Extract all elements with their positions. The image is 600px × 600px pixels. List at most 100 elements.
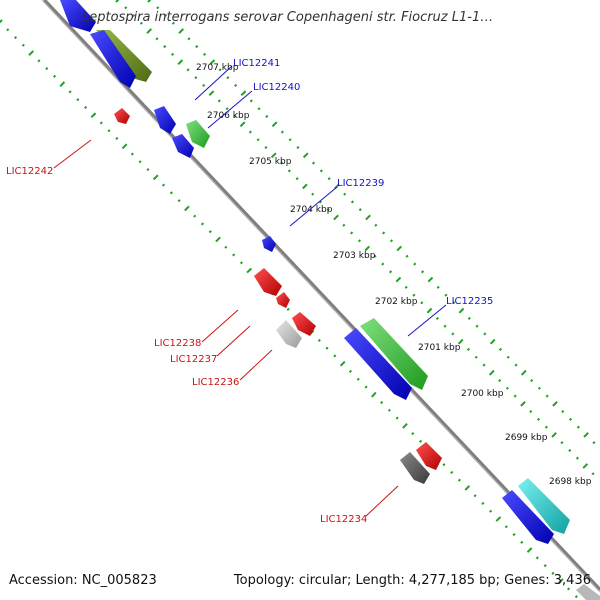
scale-tick [520, 540, 524, 544]
scale-tick [575, 456, 580, 460]
scale-tick [327, 177, 331, 181]
scale-tick [464, 485, 471, 491]
scale-tick [498, 378, 502, 383]
scale-tick [474, 355, 478, 359]
gene-label-lic12234[interactable]: LIC12234 [320, 514, 367, 525]
scale-tick [529, 409, 533, 414]
scale-tick [90, 112, 97, 119]
gene-label-lic12242[interactable]: LIC12242 [6, 166, 53, 177]
scale-tick [560, 441, 564, 445]
scale-tick [163, 44, 167, 49]
scale-label: 2701 kbp [418, 343, 461, 353]
scale-tick [427, 276, 434, 283]
scale-tick [582, 463, 589, 469]
gene-forward-blue[interactable] [154, 106, 176, 134]
leader-line [201, 309, 239, 343]
gene-label-lic12236[interactable]: LIC12236 [192, 377, 239, 388]
scale-tick [286, 307, 290, 311]
scale-tick [325, 346, 329, 350]
scale-tick [124, 6, 128, 10]
gene-reverse-gray[interactable] [576, 584, 600, 600]
gene-reverse-gray[interactable] [400, 452, 430, 484]
scale-tick [413, 262, 417, 266]
gene-forward-blue[interactable] [344, 328, 412, 400]
scale-tick [232, 253, 236, 257]
scale-tick [146, 167, 150, 172]
scale-tick [443, 324, 447, 328]
genome-summary-text: Topology: circular; Length: 4,277,185 bp… [233, 573, 591, 588]
scale-tick [107, 129, 111, 133]
gene-reverse-red[interactable] [292, 312, 316, 336]
scale-tick [264, 145, 268, 150]
scale-tick [200, 222, 205, 226]
gene-label-lic12238[interactable]: LIC12238 [154, 338, 201, 349]
scale-tick [13, 35, 18, 40]
scale-tick [545, 394, 549, 398]
leader-line [289, 186, 338, 227]
scale-tick [418, 439, 423, 443]
scale-tick [552, 401, 558, 407]
scale-tick [382, 231, 386, 235]
scale-tick [568, 417, 573, 421]
scale-tick [333, 214, 339, 221]
scale-tick [115, 136, 119, 141]
scale-tick [131, 13, 136, 18]
scale-tick [488, 369, 495, 376]
scale-tick [256, 138, 260, 142]
scale-tick [234, 83, 238, 88]
gene-forward-cyan[interactable] [518, 478, 570, 534]
scale-tick [152, 174, 159, 181]
gene-forward-blue[interactable] [172, 134, 194, 158]
scale-tick [45, 66, 49, 71]
scale-tick [233, 114, 237, 119]
gene-reverse-red[interactable] [416, 442, 442, 470]
gene-label-lic12237[interactable]: LIC12237 [170, 354, 217, 365]
scale-tick [442, 463, 446, 467]
gene-reverse-red[interactable] [254, 268, 282, 296]
scale-tick [412, 293, 416, 297]
scale-tick [155, 37, 159, 41]
scale-tick [249, 99, 253, 103]
scale-tick [381, 262, 385, 266]
gene-forward-blue[interactable] [262, 236, 276, 252]
scale-tick [350, 231, 354, 235]
scale-tick [444, 293, 448, 297]
scale-tick [270, 152, 277, 159]
scale-tick [458, 307, 465, 314]
scale-tick [498, 347, 503, 352]
gene-forward-green[interactable] [186, 120, 210, 148]
scale-tick [536, 417, 541, 421]
scale-tick [257, 107, 261, 111]
scale-tick [171, 21, 175, 25]
scale-tick [208, 90, 215, 97]
scale-tick [537, 386, 541, 390]
gene-forward-blue[interactable] [60, 0, 96, 32]
gene-label-lic12235[interactable]: LIC12235 [446, 296, 493, 307]
scale-tick [84, 105, 88, 110]
scale-tick [0, 19, 3, 24]
gene-forward-blue[interactable] [502, 490, 554, 544]
gene-reverse-red[interactable] [114, 108, 130, 124]
scale-tick [195, 44, 199, 49]
gene-label-lic12241[interactable]: LIC12241 [233, 58, 280, 69]
scale-tick [147, 0, 152, 3]
gene-label-lic12239[interactable]: LIC12239 [337, 178, 384, 189]
gene-label-lic12240[interactable]: LIC12240 [253, 82, 300, 93]
genome-backbone-highlight [41, 0, 600, 593]
gene-forward-blue[interactable] [90, 30, 136, 88]
scale-tick [239, 261, 244, 265]
scale-tick [457, 338, 464, 345]
scale-tick [225, 107, 229, 111]
scale-tick [482, 363, 486, 367]
scale-tick [356, 377, 360, 381]
scale-tick [302, 183, 308, 190]
scale-tick [373, 254, 377, 258]
accession-text: Accession: NC_005823 [9, 573, 157, 588]
scale-tick [115, 0, 120, 3]
gene-reverse-red[interactable] [276, 292, 290, 308]
gene-reverse-lightgray[interactable] [276, 320, 302, 348]
scale-tick [37, 59, 41, 63]
gene-forward-green[interactable] [360, 318, 428, 390]
scale-tick [121, 143, 128, 150]
